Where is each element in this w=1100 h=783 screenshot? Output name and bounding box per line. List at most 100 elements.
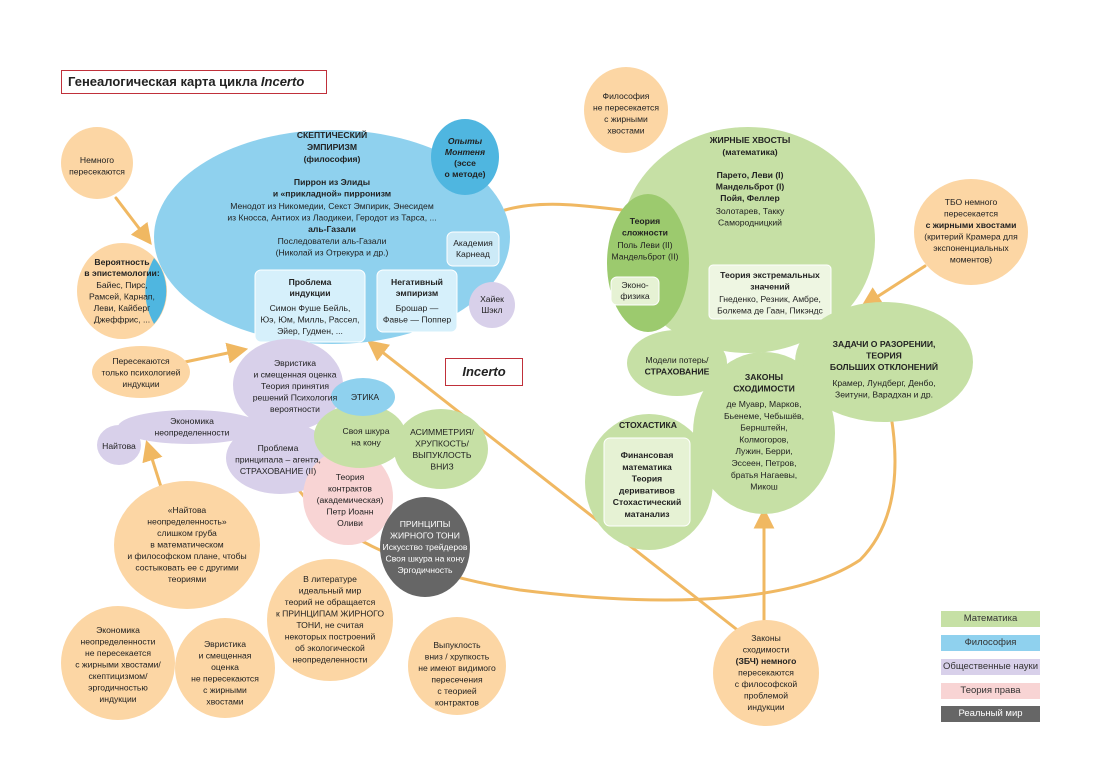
finance-text-line: математика (622, 462, 672, 472)
convergence-text-line: Лужин, Берри, (735, 446, 792, 456)
skeptic-ghazali-followers-line: (Николай из Отрекура и др.) (276, 248, 389, 258)
hayek-circle (469, 282, 515, 328)
asymmetry-text-line: АСИММЕТРИЯ/ (410, 427, 474, 437)
fattony-text-line: Эргодичность (397, 565, 453, 575)
fattony-text-line: Искусство трейдеров (383, 542, 468, 552)
skeptic-head-line: СКЕПТИЧЕСКИЙ (297, 129, 367, 140)
convergence-text-line: Микош (750, 482, 778, 492)
ethics-text: ЭТИКА (351, 392, 380, 402)
incerto-label: Incerto (445, 358, 523, 386)
fattails-head-line: ЖИРНЫЕ ХВОСТЫ (709, 135, 790, 145)
fattails-bold-line: Парето, Леви (I) (717, 170, 784, 180)
convergence-text-line: Бернштейн, (740, 423, 787, 433)
finance-text-line: матанализ (625, 509, 670, 519)
connector-skeptic-to-fattails (503, 202, 624, 212)
heuristics-text-line: Эвристика (274, 358, 316, 368)
note-psych-text-line: Пересекаются (112, 356, 170, 366)
note-slightly-text-line: пересекаются (69, 167, 125, 177)
note-heur-ft-text-line: с жирными (203, 685, 247, 695)
note-evt-text-line: моментов) (950, 255, 992, 265)
note-econ-ft-text-line: индукции (99, 694, 136, 704)
probability-text-line: Байес, Пирс, (96, 280, 148, 290)
economics-text-line: неопределенности (155, 428, 230, 438)
note-lln-text-line: (ЗБЧ) немного (736, 656, 797, 666)
note-evt-text-line: пересекается (944, 209, 998, 219)
note-convexity-text-line: пересечения (431, 675, 483, 685)
note-heur-ft-text-line: и смещенная (199, 651, 252, 661)
econophysics-text-line: Эконо- (621, 280, 648, 290)
contracts-text-line: (академическая) (317, 495, 384, 505)
ruin-head-line: ТЕОРИЯ (866, 351, 902, 361)
note-philosophy-text-line: хвостами (607, 126, 644, 136)
note-literature-text-line: к ПРИНЦИПАМ ЖИРНОГО (276, 609, 384, 619)
note-lln-text-line: пересекаются (738, 668, 794, 678)
note-philosophy-circle (584, 67, 668, 153)
econophysics-box (610, 276, 660, 306)
complexity-circle (607, 194, 689, 332)
note-knightian-text-line: теориями (168, 574, 207, 584)
legend-item-real: Реальный мир (941, 706, 1040, 722)
negative-head-line: Негативный (391, 277, 443, 287)
asymmetry-circle (394, 409, 488, 489)
note-literature-text-line: В литературе (303, 574, 357, 584)
note-lln-text-line: проблемой (744, 691, 788, 701)
extreme-text-line: Болкема де Гаан, Пикэндс (717, 306, 823, 316)
ethics-text-line: ЭТИКА (351, 392, 380, 402)
note-econ-ft-text-line: неопределенности (81, 637, 156, 647)
note-literature-text-line: некоторых построений (285, 632, 376, 642)
montaigne-text-line: (эссе (454, 158, 476, 168)
note-convexity-text-line: Выпуклость (433, 640, 481, 650)
stochastics-head: СТОХАСТИКА (619, 420, 677, 430)
note-econ-ft-text-line: скептицизмом/ (89, 671, 149, 681)
note-heur-ft-text-line: оценка (211, 662, 239, 672)
heuristics-text-line: Теория принятия (261, 381, 329, 391)
map-title: Генеалогическая карта цикла Incerto (61, 70, 327, 94)
note-convexity-text-line: вниз / хрупкость (425, 652, 490, 662)
note-evt-circle (914, 179, 1028, 285)
note-convexity-text-line: с теорией (437, 686, 476, 696)
contracts-circle (303, 449, 393, 545)
knight-text: Найтова (102, 441, 136, 451)
stochastics-head-line: СТОХАСТИКА (619, 420, 677, 430)
note-philosophy-text-line: не пересекается (593, 103, 659, 113)
probability-text-line: Леви, Кайберг (94, 303, 151, 313)
finance-text-line: Финансовая (621, 450, 674, 460)
extreme-text-line: Гнеденко, Резник, Амбре, (719, 294, 821, 304)
note-convexity-text-line: контрактов (435, 698, 479, 708)
note-heur-ft-text-line: Эвристика (204, 639, 246, 649)
contracts-text-line: контрактов (328, 484, 372, 494)
extreme-head-line: Теория экстремальных (720, 270, 820, 280)
fattony-text-line: ЖИРНОГО ТОНИ (390, 531, 460, 541)
note-econ-ft-text-line: не пересекается (85, 648, 151, 658)
skeptic-ghazali: аль-Газали (308, 224, 356, 234)
note-heur-ft-circle (175, 618, 275, 718)
legend-item-math: Математика (941, 611, 1040, 627)
ruin-head-line: ЗАДАЧИ О РАЗОРЕНИИ, (833, 339, 936, 349)
negative-text-line: Фавье — Поппер (383, 315, 452, 325)
note-knightian-text-line: неопределенность» (147, 517, 227, 527)
finance-text-line: деривативов (619, 485, 675, 495)
ruin-circle (795, 302, 973, 422)
montaigne-text-line: Монтеня (445, 147, 485, 157)
principal-text-line: СТРАХОВАНИЕ (II) (240, 466, 317, 476)
losses-text: Модели потерь/СТРАХОВАНИЕ (645, 355, 710, 377)
skeptic-head-line: (философия) (304, 154, 361, 164)
